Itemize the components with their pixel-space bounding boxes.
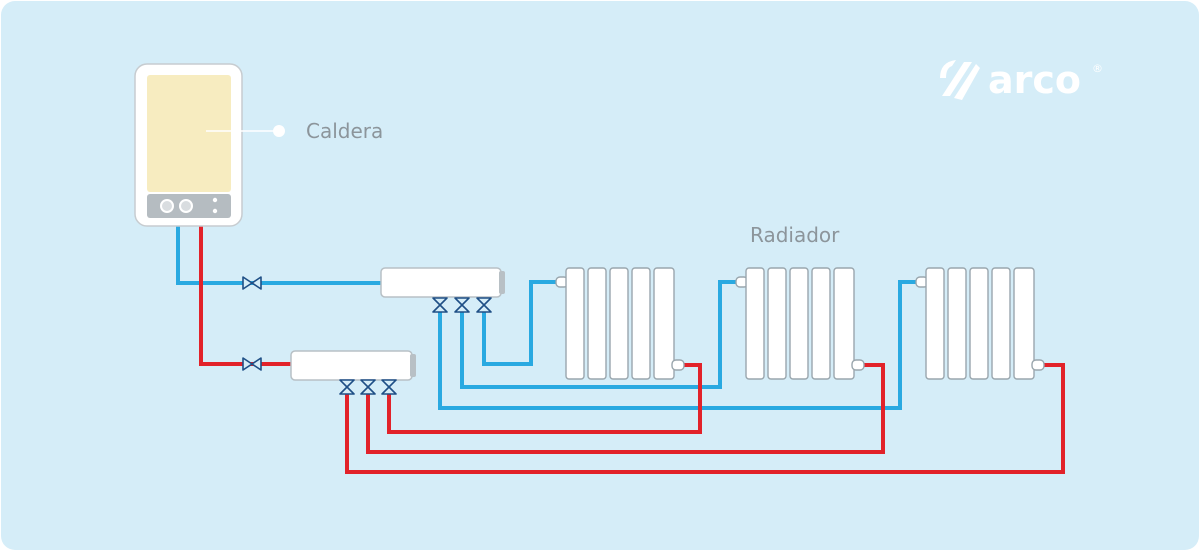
boiler-leader-dot (273, 125, 285, 137)
pipe-hot-radiator-1 (387, 363, 702, 434)
brand-name: arco (988, 58, 1081, 102)
valve-icon (242, 357, 262, 371)
valve-icon (454, 297, 470, 313)
valve-icon (381, 379, 397, 395)
arco-logo-icon (940, 60, 980, 100)
pipe-cold-boiler-to-collector (176, 226, 382, 285)
brand-registered-mark: ® (1092, 62, 1103, 75)
collector-hot (290, 350, 416, 381)
pipe-cold-radiator-1 (482, 280, 560, 366)
boiler-control-button-icon (179, 199, 193, 213)
boiler-screen (147, 75, 231, 192)
valve-icon (432, 297, 448, 313)
boiler-indicator-dot (212, 197, 218, 203)
boiler-indicator-dot (212, 208, 218, 214)
valve-icon (242, 276, 262, 290)
valve-icon (476, 297, 492, 313)
collector-cold (380, 267, 505, 298)
arco-logo: arco ® (940, 58, 1103, 102)
radiator-3 (915, 267, 1045, 380)
pipe-hot-radiator-3 (345, 363, 1065, 474)
pipe-hot-radiator-2 (366, 363, 885, 454)
pipe-cold-radiator-2 (460, 280, 740, 389)
pipe-cold-radiator-3 (438, 280, 920, 410)
radiator-1 (555, 267, 685, 380)
valve-icon (360, 379, 376, 395)
valve-icon (339, 379, 355, 395)
boiler-control-button-icon (160, 199, 174, 213)
boiler (134, 63, 243, 227)
radiator-2 (735, 267, 865, 380)
radiator-label: Radiador (750, 223, 840, 247)
boiler-label: Caldera (306, 119, 383, 143)
